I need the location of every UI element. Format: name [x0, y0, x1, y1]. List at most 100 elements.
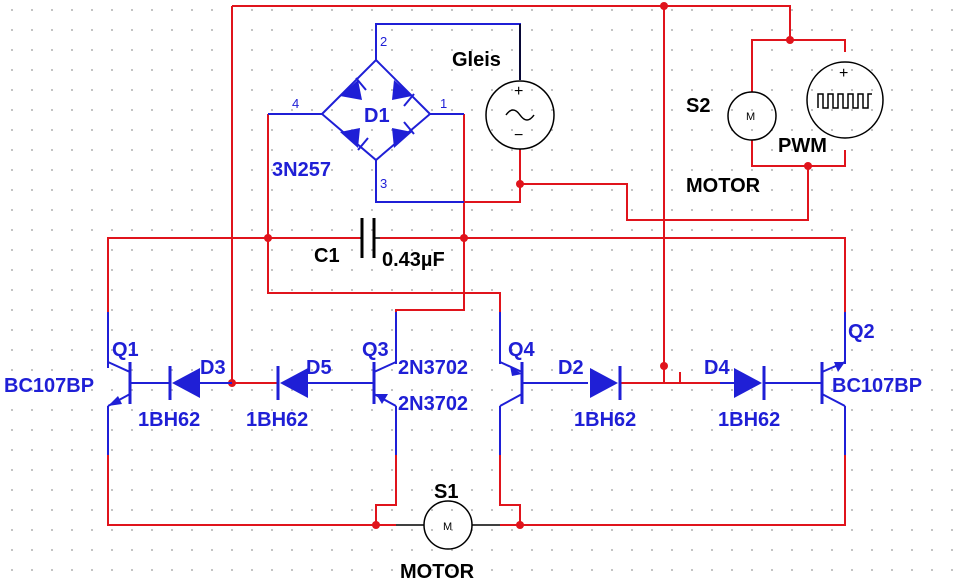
- bridge-part-label: 3N257: [272, 159, 331, 181]
- junction-dots: [228, 2, 812, 529]
- q4-ref-label: Q4: [508, 339, 536, 361]
- bridge-diode-glyph: [392, 80, 412, 100]
- bridge-pin3-lead: [375, 160, 464, 203]
- wire-cap-rail-left: [107, 237, 360, 312]
- q1-part-label: BC107BP: [4, 375, 94, 397]
- s2-motor-circle: [727, 91, 777, 141]
- s2-motor-symbol: M: [746, 111, 755, 123]
- diode-d3: D3 1BH62: [138, 357, 232, 431]
- transistor-q1: Q1 BC107BP: [4, 312, 170, 455]
- wire-bridge-pin4: [267, 114, 501, 312]
- diode-d5: D5 1BH62: [246, 357, 374, 431]
- cap-ref-label: C1: [314, 245, 340, 267]
- wire-q4-emitter: [499, 455, 521, 526]
- d3-body: [172, 368, 200, 398]
- bridge-diode-glyph: [340, 128, 360, 148]
- s2-motor-label: MOTOR: [686, 175, 761, 197]
- wire-s2-loop: [751, 39, 846, 92]
- d5-body: [280, 368, 308, 398]
- q2-part-label: BC107BP: [832, 375, 922, 397]
- transistor-q3: Q3 2N3702 2N3702: [362, 312, 468, 455]
- d2-ref-label: D2: [558, 357, 584, 379]
- junction-dot: [516, 180, 524, 188]
- d3-ref-label: D3: [200, 357, 226, 379]
- wires: [107, 5, 846, 526]
- d4-ref-label: D4: [704, 357, 730, 379]
- capacitor-c1: C1 0.43µF: [314, 218, 445, 271]
- transistor-q2: Q2 BC107BP: [820, 312, 922, 455]
- junction-dot: [804, 162, 812, 170]
- d3-part-label: 1BH62: [138, 409, 200, 431]
- cap-value-label: 0.43µF: [382, 249, 445, 271]
- junction-dot: [516, 521, 524, 529]
- source-minus: −: [514, 127, 523, 144]
- bridge-pin-label-4: 4: [292, 96, 299, 111]
- wire-bottom-right: [520, 455, 846, 526]
- q4-lower-diag: [499, 393, 523, 407]
- q3-upper-diag: [373, 361, 397, 373]
- junction-dot: [264, 234, 272, 242]
- bridge-diode-bar: [355, 77, 367, 91]
- q2-ref-label: Q2: [848, 321, 875, 343]
- s2-ref-label: S2: [686, 95, 710, 117]
- q3-part-label-top: 2N3702: [398, 357, 468, 379]
- pwm-label: PWM: [778, 135, 827, 157]
- pwm-wave-icon: [817, 93, 872, 109]
- bridge-pin-label-3: 3: [380, 176, 387, 191]
- d2-body: [590, 368, 618, 398]
- q3-emitter-arrow: [376, 394, 388, 404]
- d4-body: [734, 368, 762, 398]
- bridge-diode-bar: [403, 121, 415, 135]
- s1-motor-circle: [423, 500, 473, 550]
- q1-emitter-arrow: [108, 396, 122, 406]
- diode-d2: D2 1BH62: [558, 357, 636, 431]
- s1-ref-label: S1: [434, 481, 458, 503]
- q1-ref-label: Q1: [112, 339, 139, 361]
- source-label: Gleis: [452, 49, 501, 71]
- s1-motor-label: MOTOR: [400, 561, 475, 583]
- transistor-q4: Q4: [499, 312, 588, 455]
- d5-ref-label: D5: [306, 357, 332, 379]
- wire-bottom-left: [107, 455, 376, 526]
- q1-collector-diag: [107, 361, 131, 373]
- diode-d4: D4 1BH62: [704, 357, 822, 431]
- s1-motor-symbol: M: [443, 521, 452, 533]
- pwm-source-circle: [806, 61, 884, 139]
- bridge-pin-label-1: 1: [440, 96, 447, 111]
- wire-d2-d4: [620, 372, 720, 384]
- bridge-diode-bar: [403, 93, 415, 107]
- source-plus: +: [514, 83, 523, 100]
- bridge-diode-glyph: [392, 128, 412, 148]
- d2-part-label: 1BH62: [574, 409, 636, 431]
- bridge-pin-label-2: 2: [380, 34, 387, 49]
- wire-s2-bottom: [751, 140, 846, 167]
- q4-part-label: 2N3702: [398, 393, 468, 415]
- d5-part-label: 1BH62: [246, 409, 308, 431]
- q2-emitter-arrow: [834, 362, 845, 372]
- motor-s1: M S1 MOTOR: [396, 481, 500, 583]
- junction-dot: [660, 2, 668, 10]
- sine-wave-icon: [505, 109, 535, 121]
- wire-top: [232, 5, 791, 40]
- junction-dot: [372, 521, 380, 529]
- bridge-diode-glyph: [340, 80, 362, 100]
- wire-gleis-minus: [464, 150, 521, 203]
- junction-dot: [660, 362, 668, 370]
- pwm-plus: +: [839, 65, 848, 82]
- bridge-rectifier-d1: 2 1 4 3 D1 3N257: [268, 23, 521, 203]
- d4-part-label: 1BH62: [718, 409, 780, 431]
- junction-dot: [786, 36, 794, 44]
- wire-q3-emitter: [375, 455, 397, 526]
- bridge-ref-label: D1: [364, 105, 390, 127]
- bridge-diode-bar: [357, 137, 369, 151]
- q3-ref-label: Q3: [362, 339, 389, 361]
- pwm-block-s2: M + S2 PWM MOTOR: [686, 61, 884, 197]
- wire-pwm-return: [520, 166, 809, 221]
- q2-emitter-diag: [821, 393, 846, 407]
- junction-dot: [460, 234, 468, 242]
- ac-source-gleis: + − Gleis: [452, 24, 555, 150]
- wire-q3-feed: [395, 238, 465, 312]
- q4-emitter-arrow: [510, 366, 522, 376]
- wire-cap-rail-right: [380, 237, 846, 312]
